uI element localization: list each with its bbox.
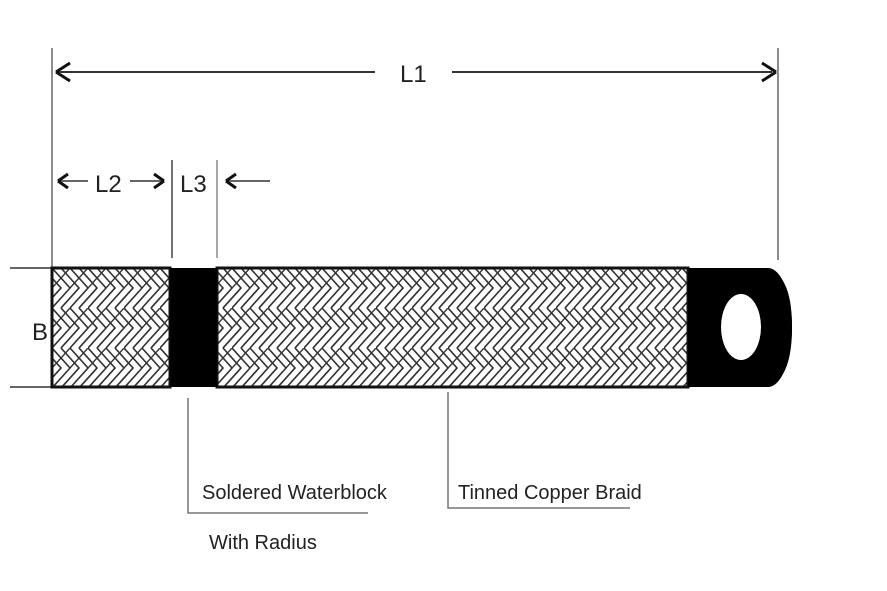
arrow-left-icon xyxy=(57,172,69,190)
braid-strap xyxy=(50,266,792,389)
arrow-right-icon xyxy=(153,172,165,190)
mounting-hole xyxy=(721,294,761,360)
l3-label: L3 xyxy=(180,171,207,198)
l2-label: L2 xyxy=(95,171,122,198)
braid-section-left xyxy=(50,266,172,389)
soldered-waterblock xyxy=(170,268,217,387)
braid-callout: Tinned Copper Braid xyxy=(447,392,642,509)
l3-dimension: L3 xyxy=(171,160,270,258)
arrow-left-icon xyxy=(55,61,71,83)
l2-dimension: L2 xyxy=(57,171,165,198)
waterblock-label-sub: With Radius xyxy=(209,532,317,554)
l1-dimension: L1 xyxy=(55,61,777,88)
l1-label: L1 xyxy=(400,61,427,88)
braid-label: Tinned Copper Braid xyxy=(458,482,642,504)
b-label: B xyxy=(32,319,48,346)
waterblock-label: Soldered Waterblock xyxy=(202,482,388,504)
arrow-right-icon xyxy=(761,61,777,83)
b-dimension: B xyxy=(10,267,52,388)
braid-section-main xyxy=(215,266,690,389)
arrow-left-icon xyxy=(225,172,237,190)
waterblock-callout: Soldered Waterblock With Radius xyxy=(187,398,388,554)
